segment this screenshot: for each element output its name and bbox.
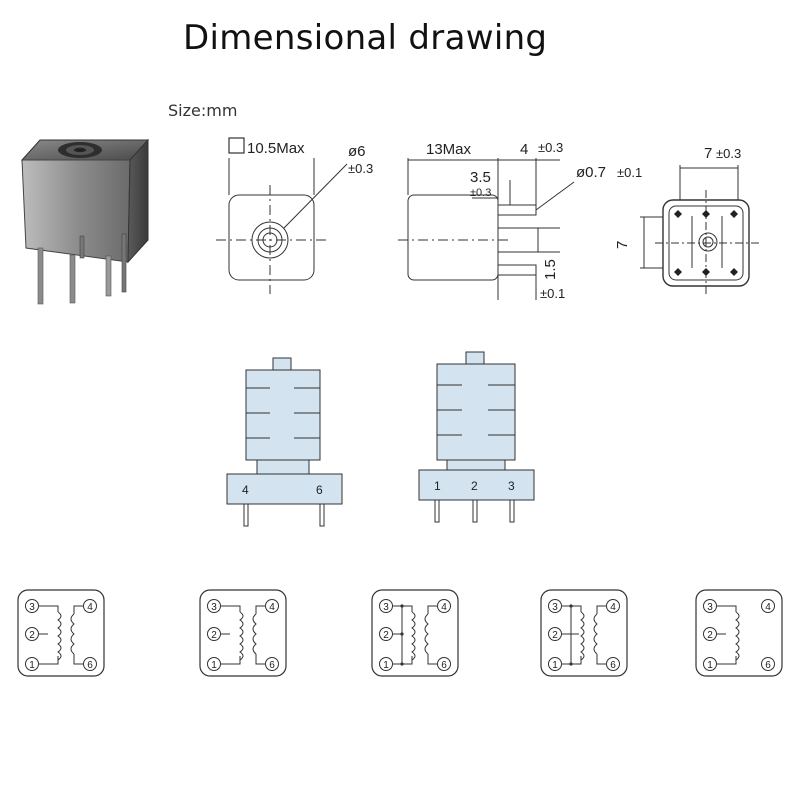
- front-width-label: 10.5Max: [247, 140, 305, 157]
- coil-diagram-left: [226, 357, 343, 527]
- front-diameter-tol: ±0.3: [348, 161, 373, 176]
- side-pin-diameter-label: ø0.7: [576, 164, 606, 181]
- side-view-drawing: [398, 158, 575, 300]
- schematic-pin-label: 2: [29, 630, 35, 641]
- schematic-pin-label: 3: [211, 602, 217, 613]
- schematic-5: 3 4 2 1 6: [695, 589, 783, 677]
- schematic-pin-label: 1: [211, 660, 217, 671]
- schematic-pin-label: 3: [383, 602, 389, 613]
- side-pin-height-label: 3.5: [470, 169, 491, 186]
- schematic-pin-label: 6: [765, 660, 771, 671]
- schematic-pin-label: 4: [269, 602, 275, 613]
- schematic-pin-label: 2: [383, 630, 389, 641]
- coil-right-pin-label: 3: [508, 479, 515, 493]
- side-pin-offset-label: 4: [520, 141, 528, 158]
- side-pin-length-tol: ±0.1: [540, 286, 565, 301]
- schematic-pin-label: 2: [211, 630, 217, 641]
- coil-right-pin-label: 1: [434, 479, 441, 493]
- side-length-label: 13Max: [426, 141, 472, 158]
- side-pin-offset-tol: ±0.3: [538, 140, 563, 155]
- front-view-drawing: [216, 137, 348, 294]
- coil-left-pin-label: 4: [242, 483, 249, 497]
- schematic-pin-label: 6: [87, 660, 93, 671]
- schematic-4: 3 4 2 1 6: [540, 589, 628, 677]
- schematic-pin-label: 3: [29, 602, 35, 613]
- product-photo: [20, 138, 150, 305]
- schematic-pin-label: 1: [383, 660, 389, 671]
- schematic-pin-label: 4: [87, 602, 93, 613]
- schematic-pin-label: 6: [441, 660, 447, 671]
- schematic-pin-label: 3: [552, 602, 558, 613]
- schematic-pin-label: 4: [610, 602, 616, 613]
- schematic-2: 3 4 2 1 6: [199, 589, 287, 677]
- bottom-view-pins: [674, 210, 738, 276]
- page-title: Dimensional drawing: [183, 18, 548, 58]
- schematic-1: 3 4 2 1 6: [17, 589, 105, 677]
- size-unit-label: Size:mm: [168, 101, 238, 120]
- coil-left-pin-label: 6: [316, 483, 323, 497]
- bottom-view-drawing: [640, 165, 760, 296]
- side-pin-diameter-tol: ±0.1: [617, 165, 642, 180]
- schematic-pin-label: 6: [610, 660, 616, 671]
- side-pin-height-tol: ±0.3: [470, 187, 491, 199]
- front-diameter-label: ø6: [348, 143, 366, 160]
- side-pin-length-label: 1.5: [542, 259, 559, 280]
- bottom-height-label: 7: [614, 241, 631, 249]
- schematic-pin-label: 2: [552, 630, 558, 641]
- bottom-width-label: 7: [704, 145, 712, 162]
- schematic-3: 3 4 2 1 6: [371, 589, 459, 677]
- schematic-pin-label: 1: [29, 660, 35, 671]
- schematic-pin-label: 2: [707, 630, 713, 641]
- schematic-pin-label: 3: [707, 602, 713, 613]
- schematic-pin-label: 1: [707, 660, 713, 671]
- coil-right-pin-label: 2: [471, 479, 478, 493]
- schematic-pin-label: 4: [441, 602, 447, 613]
- schematic-pin-label: 1: [552, 660, 558, 671]
- coil-diagram-right: [418, 351, 535, 523]
- schematic-pin-label: 4: [765, 602, 771, 613]
- bottom-width-tol: ±0.3: [716, 146, 741, 161]
- schematic-pin-label: 6: [269, 660, 275, 671]
